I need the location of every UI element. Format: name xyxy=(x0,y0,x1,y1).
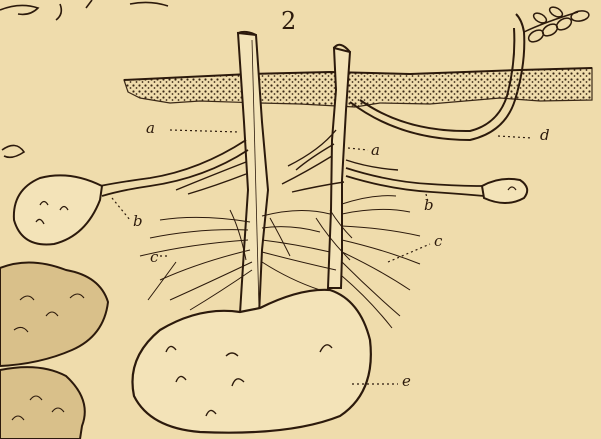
right-tuber xyxy=(482,179,527,203)
label-c-left: c xyxy=(150,250,158,265)
label-e: e xyxy=(402,374,411,389)
left-stolon-b xyxy=(100,140,248,196)
label-d: d xyxy=(540,128,550,143)
figure-number: 2 xyxy=(281,7,296,35)
right-stolon-b xyxy=(346,168,484,196)
upper-roots xyxy=(176,130,398,194)
mother-tuber-e xyxy=(132,290,370,433)
label-b-left: b xyxy=(133,214,143,229)
label-a-right: a xyxy=(371,143,380,158)
left-tuber xyxy=(14,175,102,244)
leaf-sprig xyxy=(524,5,590,44)
label-a-left: a xyxy=(146,121,155,136)
side-tuber-upper xyxy=(0,262,108,366)
side-tuber-lower xyxy=(0,367,85,439)
label-b-right: b xyxy=(424,198,434,213)
label-c-right: c xyxy=(434,234,442,249)
